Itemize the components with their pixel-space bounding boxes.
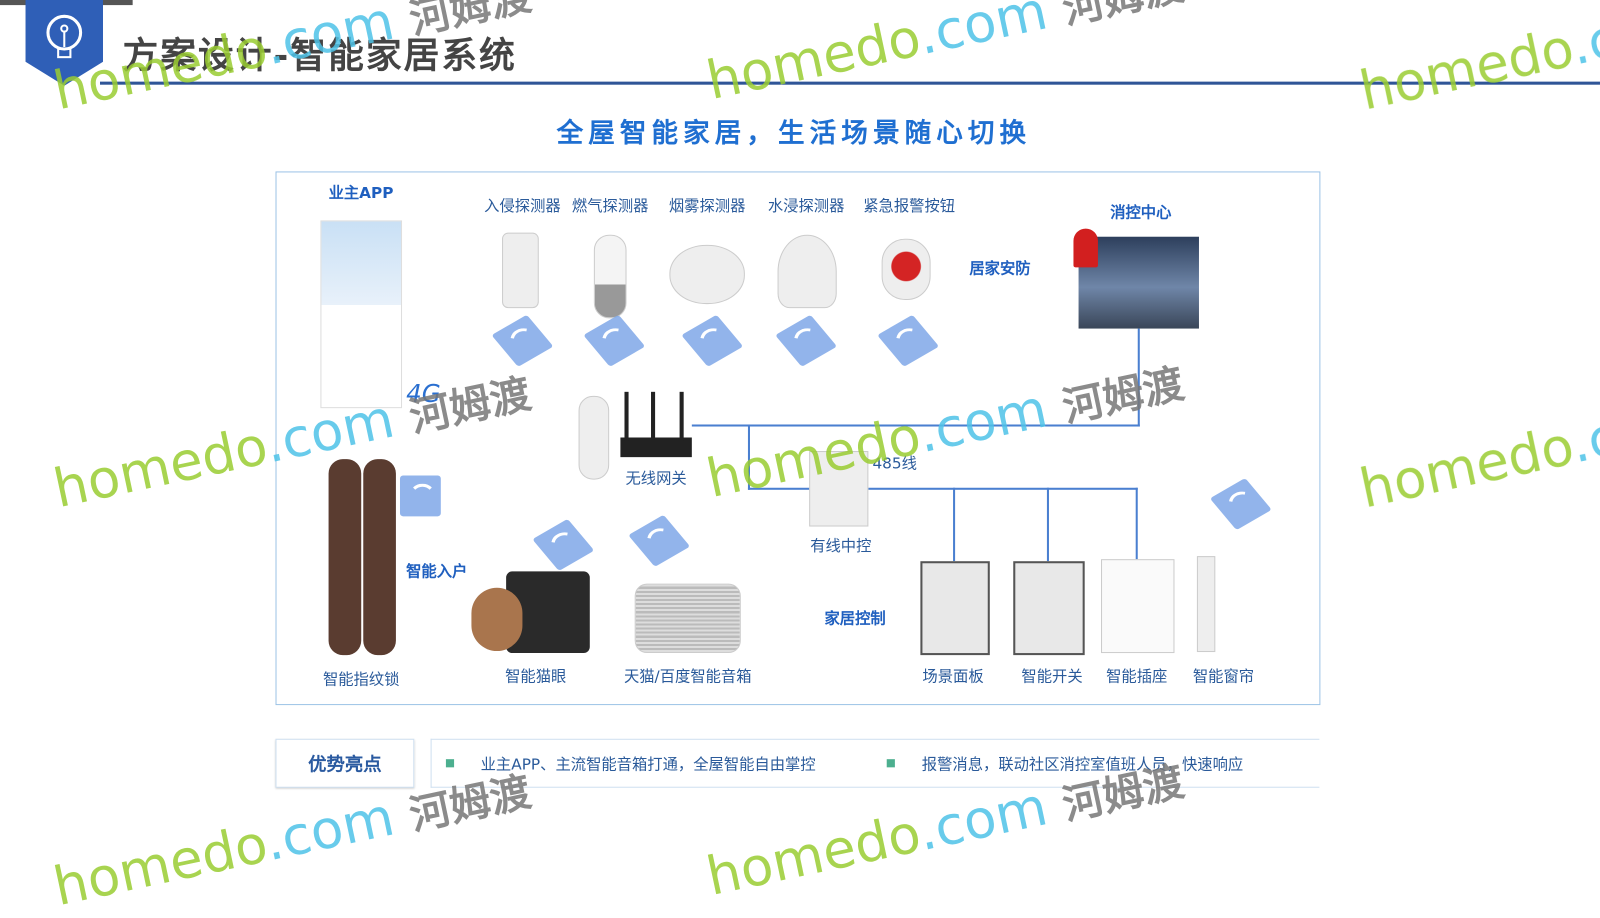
- smart-curtain: [1196, 556, 1216, 653]
- watermark: homedo.com 河姆渡: [701, 0, 1189, 113]
- highlight-item: 报警消息，联动社区消控室值班人员，快速响应: [921, 754, 1244, 773]
- alarm-light-icon: [1073, 228, 1098, 268]
- bullet-icon: [887, 759, 896, 768]
- device-label: 智能窗帘: [1192, 667, 1255, 686]
- device-label: 智能猫眼: [505, 667, 567, 686]
- fire-center-label: 消控中心: [1110, 203, 1172, 222]
- device-label: 场景面板: [922, 667, 984, 686]
- emergency-button: [881, 238, 931, 300]
- title-divider: [99, 81, 1600, 85]
- smoke-detector: [669, 244, 745, 305]
- highlights-label-box: 优势亮点: [275, 738, 415, 788]
- diagram-box: [275, 171, 1321, 706]
- device-label: 智能开关: [1021, 667, 1083, 686]
- remote-device: [578, 395, 610, 480]
- wire-485-label: 485线: [872, 454, 917, 473]
- fire-center-image: [1078, 236, 1199, 329]
- smart-peephole-camera: [471, 587, 523, 652]
- highlight-item: 业主APP、主流智能音箱打通，全屋智能自由掌控: [480, 754, 816, 773]
- device-label: 智能插座: [1106, 667, 1168, 686]
- wifi-icon: [399, 475, 441, 517]
- sensor-label: 燃气探测器: [571, 196, 649, 216]
- scene-panel: [920, 561, 990, 656]
- page-title: 方案设计-智能家居系统: [122, 35, 517, 77]
- watermark: homedo.com: [1354, 388, 1600, 521]
- lightbulb-icon: [25, 0, 104, 86]
- sensor-label: 紧急报警按钮: [863, 196, 956, 216]
- home-security-label: 居家安防: [969, 259, 1031, 278]
- wireless-gateway-label: 无线网关: [625, 469, 687, 488]
- smart-switch: [1013, 561, 1085, 656]
- wired-controller-label: 有线中控: [810, 536, 872, 556]
- highlights-label: 优势亮点: [308, 754, 382, 776]
- owner-app-label: 业主APP: [328, 183, 394, 203]
- bullet-icon: [445, 759, 455, 768]
- home-control-label: 家居控制: [824, 609, 886, 628]
- sensor-label: 入侵探测器: [484, 196, 561, 216]
- subtitle: 全屋智能家居，生活场景随心切换: [556, 118, 1032, 149]
- watermark: homedo.com: [1354, 0, 1600, 123]
- wireless-router: [620, 391, 692, 458]
- highlights-box: 业主APP、主流智能音箱打通，全屋智能自由掌控 报警消息，联动社区消控室值班人员…: [430, 738, 1320, 788]
- smart-entry-label: 智能入户: [406, 562, 468, 581]
- wired-controller: [809, 451, 869, 527]
- smart-speaker: [634, 583, 741, 654]
- 4g-icon: 4G: [406, 379, 441, 409]
- sensor-label: 烟雾探测器: [668, 196, 746, 216]
- smart-socket: [1101, 559, 1175, 654]
- fingerprint-lock: [328, 459, 362, 656]
- intrusion-detector: [502, 232, 539, 309]
- phone-app-image: [320, 220, 403, 409]
- gas-detector: [593, 234, 627, 319]
- fingerprint-lock: [363, 459, 396, 656]
- device-label: 天猫/百度智能音箱: [623, 667, 752, 686]
- sensor-label: 水浸探测器: [767, 196, 845, 216]
- water-detector: [777, 234, 837, 309]
- device-label: 智能指纹锁: [322, 670, 400, 689]
